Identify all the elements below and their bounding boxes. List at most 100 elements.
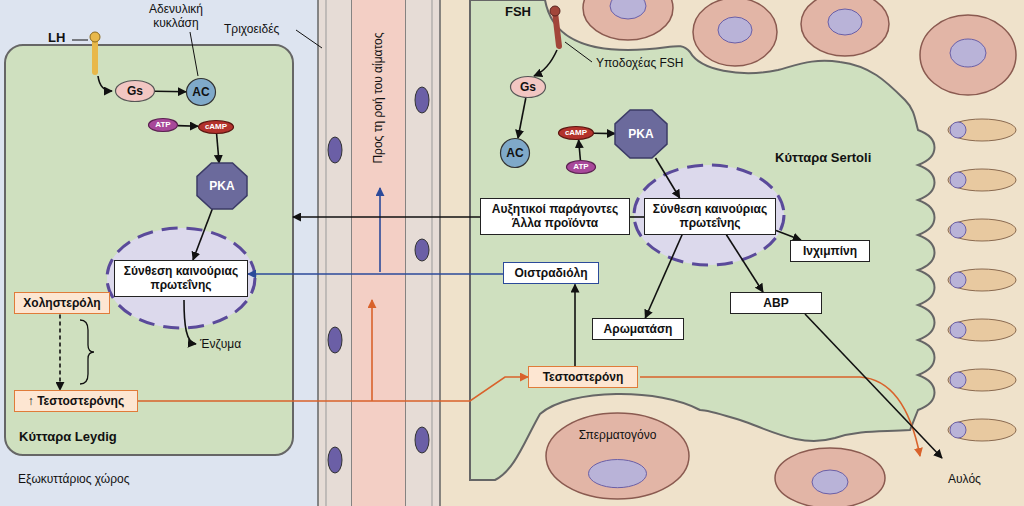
capillary — [415, 87, 429, 113]
sertoli-cell: Κύτταρα Sertoli GsAC ATP cAMP PKA Αυξητικοί π… — [455, 0, 1024, 506]
spermatid — [948, 419, 1016, 441]
node-text: Gs — [520, 80, 536, 94]
germ-cell — [801, 0, 889, 56]
node-text: Άλλα προϊόντα — [486, 216, 624, 230]
g-protein: Gs — [510, 76, 546, 98]
spermatid — [950, 222, 966, 238]
sertoli-cell-body — [470, 0, 935, 480]
substance-box: ↑ Τεστοστερόνης — [14, 390, 138, 412]
spermatid — [948, 169, 1016, 191]
node-text: Σύνθεση καινούριας πρωτεΐνης — [650, 202, 770, 231]
connector-arrow — [574, 284, 576, 366]
receptor — [90, 32, 100, 42]
leader-line — [190, 32, 198, 76]
capillary — [326, 0, 327, 506]
node-text: cAMP — [565, 128, 587, 138]
node-outline — [546, 413, 689, 499]
cell-nucleus — [634, 165, 784, 265]
product-box: Αυξητικοί παράγοντεςΆλλα προϊόντα — [480, 198, 630, 235]
spermatid — [948, 369, 1016, 391]
node-outline — [559, 127, 594, 140]
spermatid — [950, 322, 966, 338]
node-text: Οιστραδιόλη — [509, 266, 593, 280]
structure-label: Τριχοειδές — [224, 22, 279, 36]
leader-line — [72, 30, 592, 76]
connector-arrow — [248, 273, 503, 275]
node-outline — [545, 412, 690, 500]
connector-arrow — [579, 140, 581, 160]
tubule-ground — [440, 0, 1024, 506]
receptor — [92, 38, 98, 72]
signal-arrow — [534, 50, 557, 76]
connector-arrow — [193, 209, 212, 260]
capillary — [405, 0, 440, 506]
receptor — [550, 6, 560, 16]
spermatid — [948, 219, 1016, 241]
node-outline — [615, 110, 667, 158]
cell-nucleus — [107, 228, 255, 328]
tubule-ground — [440, 0, 1024, 506]
signal-arrow — [98, 76, 112, 91]
enzyme-label: Αδενυλική κυκλάση — [128, 2, 224, 31]
node-text: PKA — [628, 127, 653, 141]
leader-line — [565, 42, 592, 62]
spermatid — [948, 119, 1016, 141]
connector-arrow — [594, 133, 615, 135]
protein-kinase: PKA — [197, 163, 247, 209]
region-label: Αυλός — [948, 472, 981, 486]
product-box: ABP — [730, 292, 822, 314]
capillary — [415, 239, 429, 261]
connector-arrow — [155, 91, 186, 93]
cell-heading: Κύτταρα Sertoli — [775, 150, 871, 166]
capillary — [328, 327, 342, 353]
germ-cell — [718, 17, 752, 43]
signal-arrow — [805, 314, 942, 458]
germ-cell — [950, 39, 986, 67]
capillary — [318, 0, 352, 506]
bracket — [80, 320, 94, 384]
node-outline — [149, 119, 178, 132]
process-box: Σύνθεση καινούριας πρωτεΐνης — [644, 198, 776, 235]
connector-arrow — [518, 98, 526, 138]
hormone-box: Οιστραδιόλη — [503, 262, 599, 284]
node-text: AC — [506, 146, 523, 160]
node-text: ATP — [573, 162, 588, 172]
spermatid — [950, 372, 966, 388]
atp-molecule: ATP — [566, 160, 596, 174]
node-text: Αυξητικοί παράγοντες — [486, 202, 624, 216]
node-outline — [589, 460, 647, 488]
product-label: Ένζυμα — [200, 337, 241, 351]
node-text: Τεστοστερόνη — [534, 370, 632, 384]
spermatid — [950, 272, 966, 288]
cell-heading: Κύτταρα Leydig — [19, 429, 117, 445]
leydig-cell-body — [5, 45, 293, 455]
protein-kinase: PKA — [615, 110, 667, 158]
connector-arrow — [217, 134, 220, 163]
germ-cell — [920, 15, 1016, 95]
node-text: ABP — [736, 296, 816, 310]
spermatid — [948, 319, 1016, 341]
process-box: Σύνθεση καινούριας πρωτεΐνης — [114, 260, 248, 297]
node-text: Αρωματάση — [598, 322, 678, 336]
capillary — [318, 0, 440, 506]
capillary — [352, 0, 405, 506]
node-outline — [567, 161, 596, 174]
g-protein: Gs — [115, 80, 155, 102]
flow-label: Προς τη ροή του αίματος — [371, 32, 385, 163]
spermatogonium: Σπερματογόνο — [545, 412, 690, 500]
receptor-label: Υποδοχέας FSH — [596, 56, 684, 70]
node-text: ATP — [155, 120, 170, 130]
germ-cell — [775, 448, 885, 506]
germ-cell — [693, 0, 777, 66]
hormone-box: Τεστοστερόνη — [528, 366, 638, 388]
signal-arrow — [371, 300, 373, 401]
signal-arrow — [379, 188, 381, 272]
node-text: Σπερματογόνο — [545, 428, 690, 442]
signal-arrow — [98, 50, 942, 458]
germ-cell — [812, 470, 848, 494]
leydig-cell: Κύτταρα LeydigGsACPKAΣύνθεση καινούριας … — [5, 45, 293, 455]
hormone-label: FSH — [505, 4, 531, 20]
sertoli-cell-body — [470, 0, 935, 480]
bracket — [80, 320, 94, 384]
